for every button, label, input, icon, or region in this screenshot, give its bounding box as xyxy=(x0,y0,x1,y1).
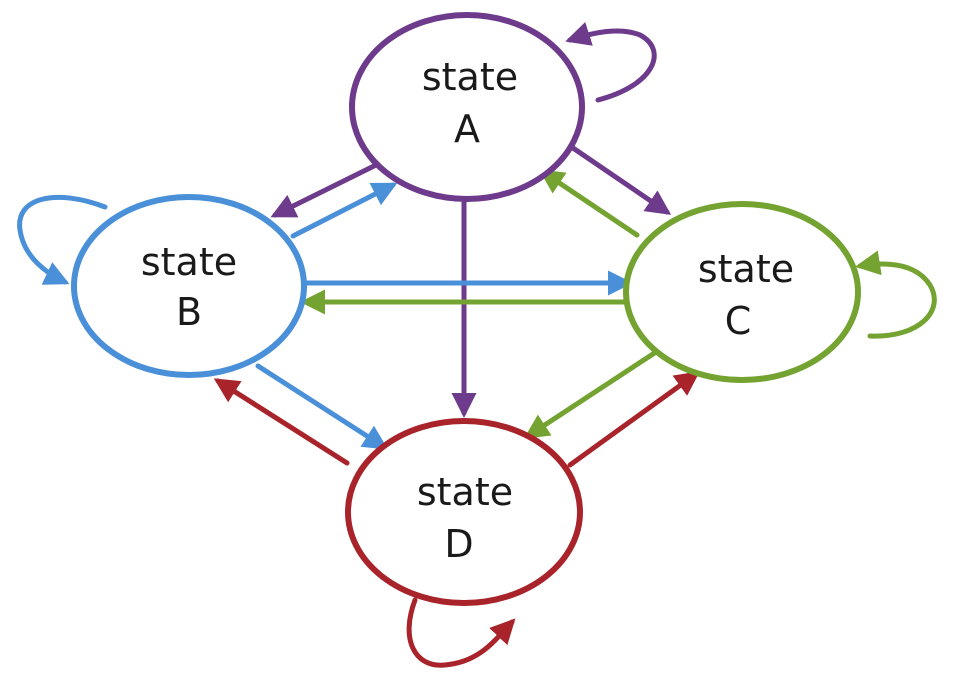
state-a-circle xyxy=(349,12,585,202)
transition-c-to-c xyxy=(855,250,937,339)
state-b-circle xyxy=(71,194,307,378)
transition-d-to-d xyxy=(406,597,516,668)
transitions-from-b xyxy=(17,182,633,450)
state-c-label-line2: C xyxy=(725,299,752,343)
state-a: state A xyxy=(349,12,585,202)
state-c-label-line1: state xyxy=(698,247,794,291)
state-d-circle xyxy=(345,418,583,606)
transitions-from-a xyxy=(270,22,672,418)
transition-d-to-c xyxy=(567,371,701,468)
transition-a-to-b xyxy=(270,162,379,218)
transitions-from-c xyxy=(300,169,937,439)
transition-d-to-b xyxy=(213,378,350,466)
state-b-label-line1: state xyxy=(141,240,237,284)
transition-b-to-a xyxy=(290,182,398,239)
transition-b-to-b xyxy=(17,194,108,285)
state-b-label-line2: B xyxy=(176,290,202,334)
transition-c-to-a xyxy=(538,169,640,238)
state-c-circle xyxy=(623,201,861,383)
transition-b-to-d xyxy=(255,363,389,450)
state-a-label-line1: state xyxy=(422,55,518,99)
transition-a-to-a xyxy=(565,22,657,103)
transition-c-to-d xyxy=(523,349,659,439)
transition-a-to-c xyxy=(570,145,672,215)
state-c: state C xyxy=(623,201,861,383)
state-d: state D xyxy=(345,418,583,606)
state-a-label-line2: A xyxy=(454,107,480,151)
state-d-label-line2: D xyxy=(444,522,473,566)
state-b: state B xyxy=(71,194,307,378)
transitions-from-d xyxy=(213,371,701,668)
state-d-label-line1: state xyxy=(417,470,513,514)
